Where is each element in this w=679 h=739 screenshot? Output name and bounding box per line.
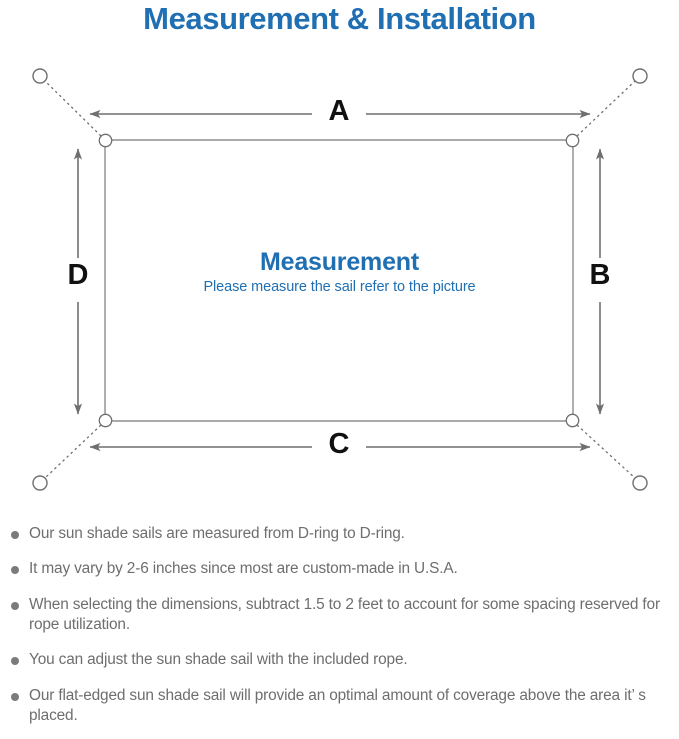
measurement-heading: Measurement — [260, 248, 419, 276]
list-item: When selecting the dimensions, subtract … — [0, 595, 679, 636]
anchor-point-top-left-icon — [32, 68, 48, 84]
rope-line-top-left — [44, 80, 102, 137]
d-ring-bottom-left-icon — [98, 413, 113, 428]
diagram-svg — [32, 68, 648, 491]
d-ring-top-left-icon — [98, 133, 113, 148]
anchor-point-bottom-right-icon — [632, 475, 648, 491]
list-item: Our sun shade sails are measured from D-… — [0, 524, 679, 544]
page-title: Measurement & Installation — [143, 1, 536, 36]
list-item: Our flat-edged sun shade sail will provi… — [0, 686, 679, 727]
list-item: It may vary by 2-6 inches since most are… — [0, 559, 679, 579]
anchor-point-bottom-left-icon — [32, 475, 48, 491]
bullet-icon — [11, 601, 19, 610]
dimension-label-b: B — [589, 259, 611, 291]
rope-line-bottom-left — [44, 424, 102, 479]
list-item-text: Our flat-edged sun shade sail will provi… — [29, 686, 646, 724]
list-item-text: It may vary by 2-6 inches since most are… — [29, 560, 458, 578]
sail-measurement-diagram: Measurement Please measure the sail refe… — [0, 44, 679, 514]
notes-list: Our sun shade sails are measured from D-… — [0, 524, 679, 726]
list-item-text: Our sun shade sails are measured from D-… — [29, 525, 405, 542]
list-item-text: When selecting the dimensions, subtract … — [29, 595, 660, 633]
rope-line-bottom-right — [576, 424, 636, 479]
rope-line-top-right — [576, 80, 636, 137]
measurement-subtext: Please measure the sail refer to the pic… — [203, 279, 476, 295]
sail-rectangle — [104, 139, 574, 422]
bullet-icon — [11, 692, 19, 701]
dimension-label-c: C — [328, 428, 350, 460]
dimension-label-a: A — [328, 95, 350, 127]
bullet-icon — [11, 566, 19, 575]
dimension-label-d: D — [67, 259, 89, 291]
bullet-icon — [11, 531, 19, 539]
d-ring-bottom-right-icon — [565, 413, 580, 428]
anchor-point-top-right-icon — [632, 68, 648, 84]
bullet-icon — [11, 657, 19, 666]
d-ring-top-right-icon — [565, 133, 580, 148]
list-item: You can adjust the sun shade sail with t… — [0, 650, 679, 670]
list-item-text: You can adjust the sun shade sail with t… — [29, 651, 408, 669]
